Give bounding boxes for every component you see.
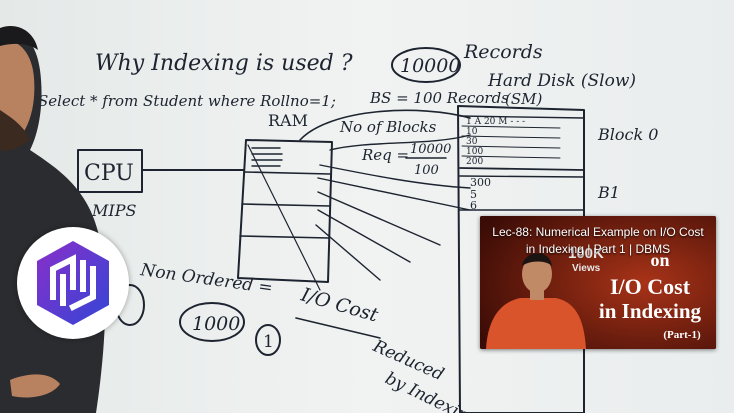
disk-row: 100 — [466, 147, 483, 157]
disk-row: 30 — [466, 137, 478, 147]
cpu-label: CPU — [84, 161, 134, 186]
ram-box — [237, 139, 333, 283]
end-card-title[interactable]: Lec-88: Numerical Example on I/O Cost in… — [492, 225, 704, 256]
disk-row: 1 A 20 M - - - — [466, 117, 525, 127]
req-label: Req = — [361, 146, 409, 164]
thumb-views-label: Views — [572, 263, 601, 274]
ordered-circle — [255, 324, 281, 356]
hard-disk-label: Hard Disk (Slow) — [487, 71, 636, 91]
disk-row: 10 — [466, 127, 478, 137]
non-ordered-value: 1000 — [192, 313, 240, 335]
block0-label: Block 0 — [597, 125, 658, 144]
thumb-line2: in Indexing — [599, 299, 702, 323]
thumb-person-face — [522, 255, 552, 293]
channel-logo — [17, 227, 129, 339]
ordered-value: 1 — [263, 332, 274, 352]
hard-disk-box — [457, 105, 585, 413]
no-of-blocks: No of Blocks — [339, 118, 437, 136]
disk-row: 5 — [470, 188, 477, 201]
video-thumbnail: 100K Views on I/O Cost in Indexing (Part… — [480, 216, 716, 349]
sql-query: Select * from Student where Rollno=1; — [38, 92, 336, 110]
mips-label: MIPS — [91, 201, 136, 220]
records-count: 10000 — [400, 55, 460, 77]
ram-label: RAM — [268, 111, 308, 130]
block1-label: B1 — [597, 183, 620, 202]
thumb-line1: I/O Cost — [610, 274, 691, 299]
thumb-person-shirt — [486, 298, 586, 349]
thumb-on: on — [650, 250, 669, 270]
end-screen-video-card[interactable]: 100K Views on I/O Cost in Indexing (Part… — [480, 216, 716, 349]
block-size: BS = 100 Records — [369, 89, 509, 107]
disk-block1-rows: 300 5 6 — [470, 176, 491, 212]
req-denominator: 100 — [414, 163, 439, 178]
logo-glyph-icon — [50, 254, 96, 312]
records-circle — [391, 47, 461, 83]
non-ordered-circle — [179, 302, 245, 342]
hard-disk-sub: (SM) — [505, 90, 542, 108]
req-numerator: 10000 — [410, 142, 451, 157]
disk-row: 300 — [470, 176, 491, 189]
disk-row: 200 — [466, 157, 483, 167]
thumb-part: (Part-1) — [663, 329, 701, 341]
board-title: Why Indexing is used ? — [95, 51, 353, 76]
disk-row: 6 — [470, 199, 477, 212]
thumb-views-number: 100K — [568, 245, 604, 262]
disk-block0-rows: 1 A 20 M - - - 10 30 100 200 — [466, 117, 525, 167]
records-label: Records — [463, 41, 543, 63]
